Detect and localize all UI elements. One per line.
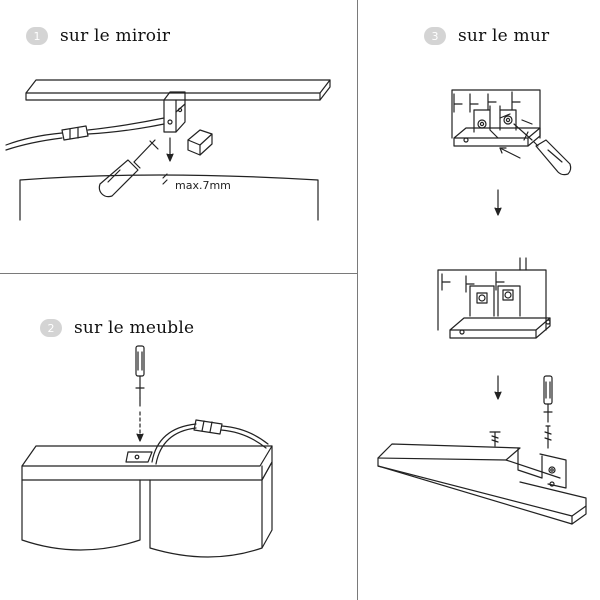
- arrow-icon: [499, 113, 533, 125]
- light-bar: [21, 445, 273, 481]
- mirror-installation: max.7mm: [5, 79, 331, 221]
- cabinet: [21, 461, 273, 558]
- cabinet-installation: [21, 345, 273, 558]
- screwdriver-icon: [135, 345, 145, 442]
- step-1-badge: 1: [26, 27, 48, 45]
- step-1-title: sur le miroir: [60, 26, 171, 46]
- mounting-bracket: [163, 91, 186, 133]
- step-2-label: 2 sur le meuble: [40, 318, 194, 338]
- step-3-badge: 3: [424, 27, 446, 45]
- step-3-label: 3 sur le mur: [424, 26, 549, 46]
- power-cable: [151, 419, 269, 465]
- power-cable: [5, 117, 165, 151]
- light-bar: [377, 443, 587, 525]
- light-bar: [25, 79, 331, 101]
- screwdriver-icon: [543, 375, 553, 449]
- arrow-icon: [499, 147, 521, 159]
- step-2-badge: 2: [40, 319, 62, 337]
- mirror: [19, 174, 319, 221]
- step-1-label: 1 sur le miroir: [26, 26, 170, 46]
- wall-installation: [377, 89, 587, 525]
- vertical-divider: [357, 0, 358, 600]
- step-2-title: sur le meuble: [74, 318, 195, 338]
- end-cap: [187, 129, 213, 156]
- horizontal-divider: [0, 273, 357, 274]
- screwdriver-icon: [98, 139, 159, 198]
- gap-marker: [162, 173, 168, 185]
- screw-icon: [489, 431, 501, 447]
- screwdriver-icon: [513, 123, 572, 176]
- wall-plate-middle: [437, 257, 551, 339]
- max-gap-label: max.7mm: [175, 179, 231, 192]
- step-3-title: sur le mur: [458, 26, 550, 46]
- wall-plate-top: [451, 89, 541, 147]
